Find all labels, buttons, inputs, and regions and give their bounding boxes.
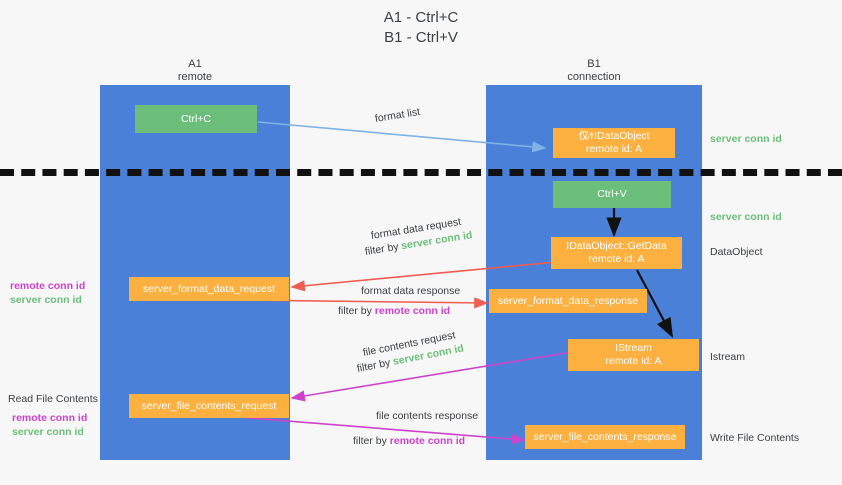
dashed-divider: [0, 169, 842, 176]
node-server-file-contents-request-label: server_file_contents_request: [141, 399, 277, 412]
column-b1-name: B1: [587, 58, 601, 70]
edge-label-format-data-response-filter: filter by remote conn id: [338, 304, 450, 318]
edge-label-file-contents-response: file contents response: [376, 410, 479, 422]
node-getdata[interactable]: IDataObject::GetData remote id: A: [551, 237, 682, 269]
annotation-server-conn-id-mid: server conn id: [710, 211, 782, 223]
edge-label-format-list: format list: [374, 105, 421, 125]
column-a1-subtitle: remote: [177, 71, 213, 83]
filter-prefix-2: filter by: [338, 305, 375, 317]
node-getdata-line2: remote id: A: [588, 253, 645, 265]
filter-prefix-3: filter by: [355, 356, 395, 375]
node-ctrl-v-label: Ctrl+V: [597, 188, 627, 200]
column-header-b1: B1 connection: [519, 58, 669, 84]
node-clipboard-idataobject[interactable]: 仅⁄rIDataObject remote id: A: [553, 128, 675, 158]
node-server-format-data-response-label: server_format_data_response: [497, 294, 639, 307]
title-line-2: B1 - Ctrl+V: [384, 29, 458, 46]
node-istream-line1: IStream: [615, 342, 652, 354]
annotation-remote-conn-id-2: remote conn id: [12, 412, 88, 424]
node-server-file-contents-response[interactable]: server_file_contents_response: [525, 425, 685, 449]
diagram-title: A1 - Ctrl+C B1 - Ctrl+V: [0, 8, 842, 48]
edge-label-file-contents-response-filter: filter by remote conn id: [353, 434, 465, 448]
annotation-server-conn-id-2: server conn id: [12, 426, 84, 438]
annotation-server-conn-id-1: server conn id: [10, 294, 82, 306]
column-b1-subtitle: connection: [567, 71, 621, 83]
node-server-format-data-request[interactable]: server_format_data_request: [129, 277, 289, 301]
title-line-1: A1 - Ctrl+C: [383, 9, 459, 26]
annotation-remote-conn-id-1: remote conn id: [10, 280, 86, 292]
filter-prefix-1: filter by: [364, 240, 403, 258]
node-clipboard-idataobject-line2: remote id: A: [585, 143, 643, 155]
annotation-istream: Istream: [710, 351, 746, 363]
column-header-a1: A1 remote: [120, 58, 270, 84]
node-getdata-line1: IDataObject::GetData: [566, 240, 667, 252]
node-server-format-data-request-label: server_format_data_request: [143, 282, 275, 295]
node-server-file-contents-response-label: server_file_contents_response: [533, 430, 677, 443]
filter-value-remote-conn-id-2: remote conn id: [389, 435, 466, 447]
edge-label-format-data-response: format data response: [361, 285, 461, 297]
annotation-write-file-contents: Write File Contents: [710, 432, 800, 444]
column-a1-name: A1: [188, 58, 202, 70]
node-ctrl-c[interactable]: Ctrl+C: [135, 105, 257, 133]
node-istream-line2: remote id: A: [605, 355, 662, 367]
node-istream[interactable]: IStream remote id: A: [568, 339, 699, 371]
node-server-file-contents-request[interactable]: server_file_contents_request: [129, 394, 289, 418]
node-clipboard-idataobject-line1: 仅⁄rIDataObject: [578, 130, 650, 142]
filter-value-remote-conn-id-1: remote conn id: [374, 305, 451, 317]
filter-prefix-4: filter by: [353, 435, 390, 447]
annotation-read-file-contents: Read File Contents: [8, 393, 98, 405]
node-ctrl-v[interactable]: Ctrl+V: [553, 181, 671, 208]
node-ctrl-c-label: Ctrl+C: [180, 112, 212, 125]
node-server-format-data-response[interactable]: server_format_data_response: [489, 289, 647, 313]
annotation-dataobject: DataObject: [710, 246, 763, 258]
annotation-server-conn-id-top: server conn id: [710, 133, 782, 145]
